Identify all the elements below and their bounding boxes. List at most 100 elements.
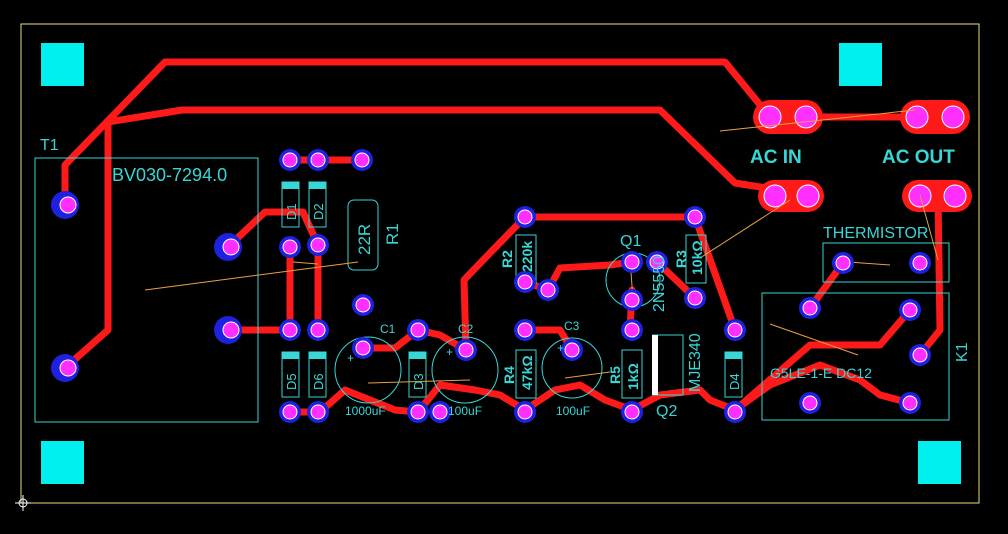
component-pad[interactable] [724,401,746,423]
d2-ref: D2 [311,203,326,220]
c1-ref: C1 [380,322,396,336]
q1-ref: Q1 [620,233,641,250]
component-pad[interactable] [514,206,536,228]
trace-c2-r2 [460,213,739,354]
transformer-pad[interactable] [214,316,242,344]
ratsnest-lines [144,109,939,384]
diode-cathode-bands [282,182,742,359]
c3-value: 100uF [556,404,590,418]
component-pad[interactable] [351,149,373,171]
component-pad[interactable] [307,234,329,256]
component-pad[interactable] [352,294,374,316]
q1-part: 2N5550 [651,256,668,312]
component-pad[interactable] [621,319,643,341]
relay-part: G5LE-1-E DC12 [770,365,872,381]
component-pad[interactable] [899,299,921,321]
r5-outline [621,349,643,399]
transformer-pad[interactable] [214,233,242,261]
component-pad[interactable] [899,392,921,414]
component-pad[interactable] [561,339,583,361]
component-pad[interactable] [514,271,536,293]
r1-value: 22R [355,224,374,255]
trace-ac-in-top [61,58,774,209]
component-pad[interactable] [799,297,821,319]
d3-ref: D3 [411,373,426,390]
c2-outline [431,336,499,404]
r4-value: 47kΩ [519,355,535,390]
mounting-pad-bottom-left [41,441,84,484]
q2-ref: Q2 [656,403,677,420]
board-outline [20,23,980,504]
thermistor-label: THERMISTOR [823,225,928,242]
component-pad[interactable] [621,251,643,273]
component-pad[interactable] [909,344,931,366]
relay-ref: K1 [954,342,971,362]
mounting-pad-top-right [839,43,882,86]
through-hole-pads [51,149,931,423]
component-pad[interactable] [646,251,668,273]
component-pad[interactable] [352,337,374,359]
thermistor-outline [822,242,950,283]
c3-polarity: + [557,341,564,355]
relay-outline [761,292,950,421]
component-pad[interactable] [307,319,329,341]
r3-outline [685,234,707,284]
component-pad[interactable] [684,287,706,309]
mounting-pads [41,43,961,484]
trace-ac-out-down [916,193,944,359]
transformer-pad[interactable] [51,191,79,219]
component-pad[interactable] [279,149,301,171]
c2-value: 100uF [448,404,482,418]
trace-ac-in-bottom [61,106,814,372]
component-pad[interactable] [279,236,301,258]
component-pad[interactable] [407,319,429,341]
component-pad[interactable] [621,289,643,311]
component-pad[interactable] [514,401,536,423]
ac-in-label: AC IN [750,147,802,168]
r2-ref: R2 [499,250,515,268]
component-pad[interactable] [909,252,931,274]
r3-ref: R3 [673,250,689,268]
transformer-outline [34,157,259,423]
component-pad[interactable] [307,401,329,423]
trace-relay-coil [731,306,914,414]
c3-ref: C3 [564,319,580,333]
component-pad[interactable] [724,319,746,341]
component-pad[interactable] [407,401,429,423]
transformer-part: BV030-7294.0 [112,165,227,185]
d1-ref: D1 [284,203,299,220]
r3-value: 10kΩ [689,240,705,275]
r1-outline [347,199,379,271]
transformer-pad[interactable] [51,354,79,382]
mounting-pad-bottom-right [918,441,961,484]
origin-marker-icon [15,495,31,511]
component-pad[interactable] [514,319,536,341]
c2-polarity: + [446,345,453,359]
component-pad[interactable] [537,279,559,301]
mounting-pad-top-left [41,43,84,86]
component-pad[interactable] [799,392,821,414]
silkscreen-labels: T1 BV030-7294.0 AC IN AC OUT THERMISTOR … [40,137,971,420]
component-pad[interactable] [307,149,329,171]
r5-value: 1kΩ [625,363,641,390]
c1-polarity: + [347,351,354,365]
component-pad[interactable] [429,401,451,423]
q2-heatsink-bar [652,335,658,395]
q2-part: MJE340 [687,333,704,392]
component-pad[interactable] [832,252,854,274]
r5-ref: R5 [607,366,623,384]
component-pad[interactable] [279,401,301,423]
d5-ref: D5 [284,373,299,390]
trace-tr-secondary-a [224,208,322,334]
component-pad[interactable] [684,206,706,228]
component-pad[interactable] [621,401,643,423]
component-pad[interactable] [455,339,477,361]
ac-out-label: AC OUT [882,147,955,168]
trace-ground [286,361,914,416]
c3-outline [541,337,603,399]
silkscreen-outlines [34,157,950,423]
component-pad[interactable] [279,319,301,341]
r4-ref: R4 [501,366,517,384]
c1-value: 1000uF [345,404,386,418]
